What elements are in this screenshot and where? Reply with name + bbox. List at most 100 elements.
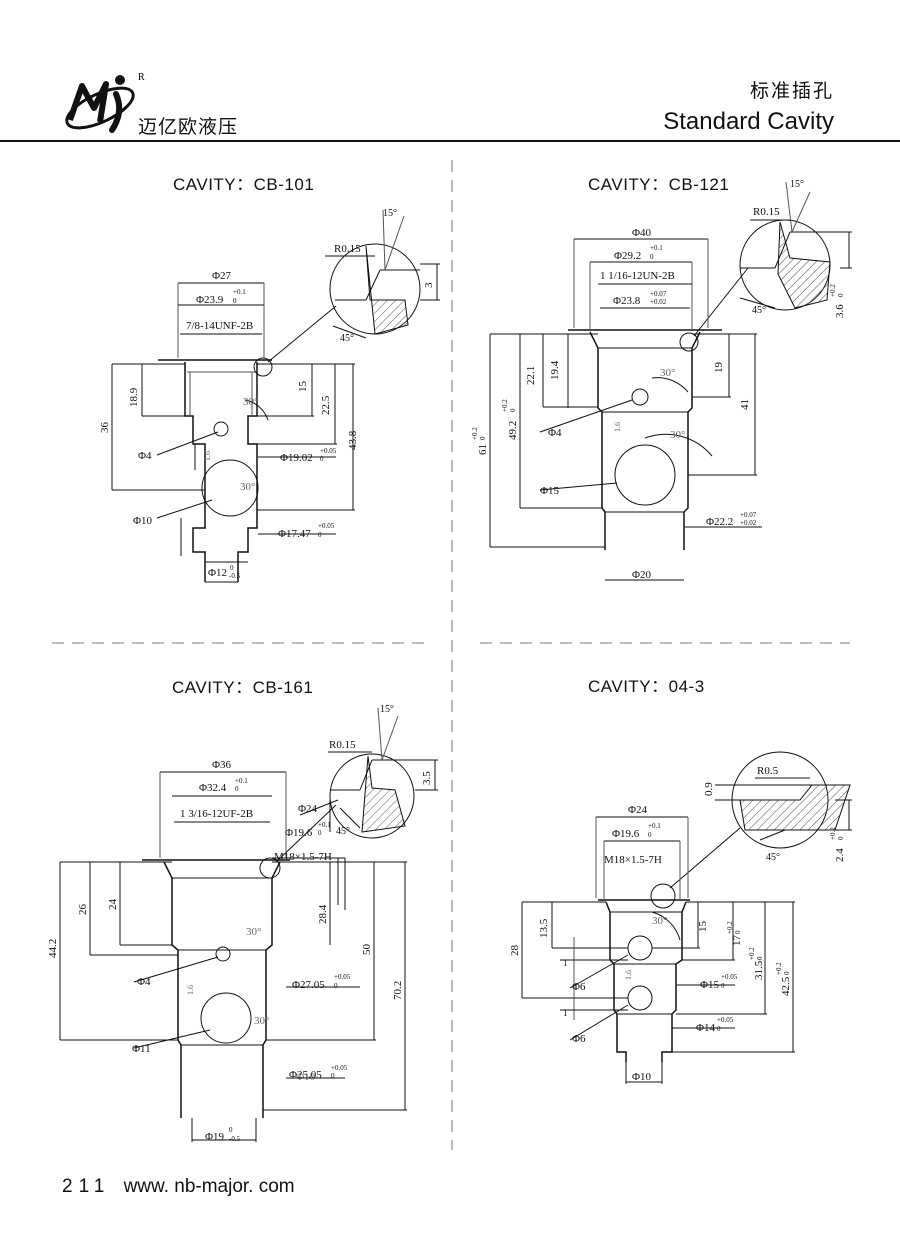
label-d238: Φ23.8 bbox=[613, 295, 641, 307]
label-angle-15: 15° bbox=[380, 704, 394, 715]
label-d4: Φ4 bbox=[137, 976, 151, 988]
svg-text:+0.05: +0.05 bbox=[717, 1016, 734, 1024]
label-d4: Φ4 bbox=[548, 427, 562, 439]
label-d24: Φ24 bbox=[298, 803, 318, 815]
mj-logo-icon: R bbox=[65, 72, 145, 133]
label-v35: 3.5 bbox=[421, 771, 433, 785]
svg-text:0: 0 bbox=[235, 785, 239, 793]
cavity-title-cb101: CAVITY：CB-101 bbox=[173, 175, 315, 194]
label-thread: 1 1/16-12UN-2B bbox=[600, 270, 675, 282]
svg-text:0: 0 bbox=[509, 408, 517, 412]
svg-text:0: 0 bbox=[479, 436, 487, 440]
page-title-en: Standard Cavity bbox=[663, 108, 834, 135]
label-thread: 7/8-14UNF-2B bbox=[186, 320, 253, 332]
header-divider bbox=[0, 140, 900, 142]
svg-text:+0.07: +0.07 bbox=[650, 290, 667, 298]
label-v26: 26 bbox=[77, 904, 89, 916]
svg-text:0: 0 bbox=[756, 956, 764, 960]
drawing-cb161 bbox=[59, 707, 438, 1142]
svg-text:0: 0 bbox=[318, 829, 322, 837]
svg-text:0: 0 bbox=[783, 971, 791, 975]
svg-text:+0.2: +0.2 bbox=[726, 921, 734, 934]
label-m18: M18×1.5-7H bbox=[604, 854, 662, 866]
label-v19: 19 bbox=[713, 362, 725, 374]
page-header: R 迈亿欧液压 标准插孔 Standard Cavity bbox=[0, 0, 900, 142]
label-d6-b: Φ6 bbox=[572, 1033, 586, 1045]
label-r015: R0.15 bbox=[334, 243, 361, 255]
cavity-title-cb121: CAVITY：CB-121 bbox=[588, 175, 730, 194]
label-v09: 0.9 bbox=[703, 782, 715, 796]
drawing-cb101 bbox=[111, 209, 440, 583]
svg-text:0: 0 bbox=[650, 253, 654, 261]
svg-text:+0.1: +0.1 bbox=[233, 288, 246, 296]
svg-text:+0.05: +0.05 bbox=[334, 973, 351, 981]
label-angle-30-a: 30° bbox=[243, 396, 258, 408]
label-d11: Φ11 bbox=[132, 1043, 151, 1055]
label-v41: 41 bbox=[739, 399, 751, 410]
svg-text:+0.05: +0.05 bbox=[318, 522, 335, 530]
label-v1-b: 1 bbox=[563, 1008, 568, 1018]
label-d36: Φ36 bbox=[212, 759, 232, 771]
svg-text:+0.2: +0.2 bbox=[748, 947, 756, 960]
label-v15: 15 bbox=[697, 921, 709, 933]
svg-text:1.6: 1.6 bbox=[624, 970, 633, 980]
svg-text:0: 0 bbox=[837, 836, 845, 840]
labels-cb121: Φ40 Φ29.2 +0.1 0 1 1/16-12UN-2B Φ23.8 +0… bbox=[471, 179, 846, 581]
label-d1902: Φ19.02 bbox=[280, 452, 313, 464]
label-r05: R0.5 bbox=[757, 765, 779, 777]
svg-text:1.6: 1.6 bbox=[613, 422, 622, 432]
label-angle-45: 45° bbox=[336, 826, 350, 837]
label-angle-30: 30° bbox=[652, 915, 667, 927]
svg-text:+0.1: +0.1 bbox=[235, 777, 248, 785]
cavity-title-cb161: CAVITY：CB-161 bbox=[172, 678, 314, 697]
svg-text:-0.5: -0.5 bbox=[229, 1135, 241, 1143]
cavity-title-04-3: CAVITY：04-3 bbox=[588, 677, 705, 696]
label-r015: R0.15 bbox=[329, 739, 356, 751]
svg-text:+0.2: +0.2 bbox=[471, 427, 479, 440]
label-d2505: Φ25.05 bbox=[289, 1069, 322, 1081]
svg-text:+0.1: +0.1 bbox=[648, 822, 661, 830]
label-v135: 13.5 bbox=[538, 918, 550, 938]
label-d10: Φ10 bbox=[133, 515, 153, 527]
svg-text:0: 0 bbox=[734, 930, 742, 934]
svg-text:-0.5: -0.5 bbox=[229, 572, 241, 580]
svg-text:0: 0 bbox=[837, 293, 845, 297]
svg-text:+0.2: +0.2 bbox=[829, 284, 837, 297]
label-v225: 22.5 bbox=[320, 395, 332, 415]
section-dividers bbox=[52, 160, 850, 1150]
label-v24: 2.4 bbox=[834, 848, 846, 862]
label-d27: Φ27 bbox=[212, 270, 232, 282]
label-v28: 28 bbox=[509, 945, 521, 957]
svg-text:0: 0 bbox=[648, 831, 652, 839]
label-v50: 50 bbox=[361, 944, 373, 956]
brand-name: 迈亿欧液压 bbox=[138, 116, 239, 138]
label-d10: Φ10 bbox=[632, 1071, 652, 1083]
label-angle-30-b: 30° bbox=[254, 1015, 269, 1027]
label-angle-45: 45° bbox=[340, 333, 354, 344]
label-v315: 31.5 bbox=[753, 960, 765, 980]
label-angle-30-a: 30° bbox=[246, 926, 261, 938]
label-v36: 36 bbox=[99, 422, 111, 434]
label-v438: 43.8 bbox=[347, 430, 359, 450]
svg-text:0: 0 bbox=[233, 297, 237, 305]
label-v189: 18.9 bbox=[128, 387, 140, 407]
svg-text:0: 0 bbox=[334, 982, 338, 990]
label-d10: Φ10 bbox=[296, 1071, 316, 1083]
labels-cb161: Φ36 Φ32.4 +0.1 0 1 3/16-12UF-2B Φ24 Φ19.… bbox=[47, 704, 433, 1143]
svg-text:0: 0 bbox=[229, 1126, 233, 1134]
svg-text:+0.02: +0.02 bbox=[740, 519, 757, 527]
label-angle-45: 45° bbox=[752, 305, 766, 316]
label-d2705: Φ27.05 bbox=[292, 979, 325, 991]
label-d222: Φ22.2 bbox=[706, 516, 733, 528]
page-footer: 211 www. nb-major. com bbox=[62, 1176, 295, 1198]
svg-text:+0.2: +0.2 bbox=[829, 827, 837, 840]
svg-text:+0.07: +0.07 bbox=[740, 511, 757, 519]
label-angle-30-b: 30° bbox=[240, 481, 255, 493]
registered-mark: R bbox=[138, 72, 145, 83]
label-angle-15: 15° bbox=[790, 179, 804, 190]
label-thread: 1 3/16-12UF-2B bbox=[180, 808, 253, 820]
label-v24: 24 bbox=[107, 899, 119, 911]
label-v221: 22.1 bbox=[525, 366, 537, 385]
svg-text:0: 0 bbox=[717, 1025, 721, 1033]
